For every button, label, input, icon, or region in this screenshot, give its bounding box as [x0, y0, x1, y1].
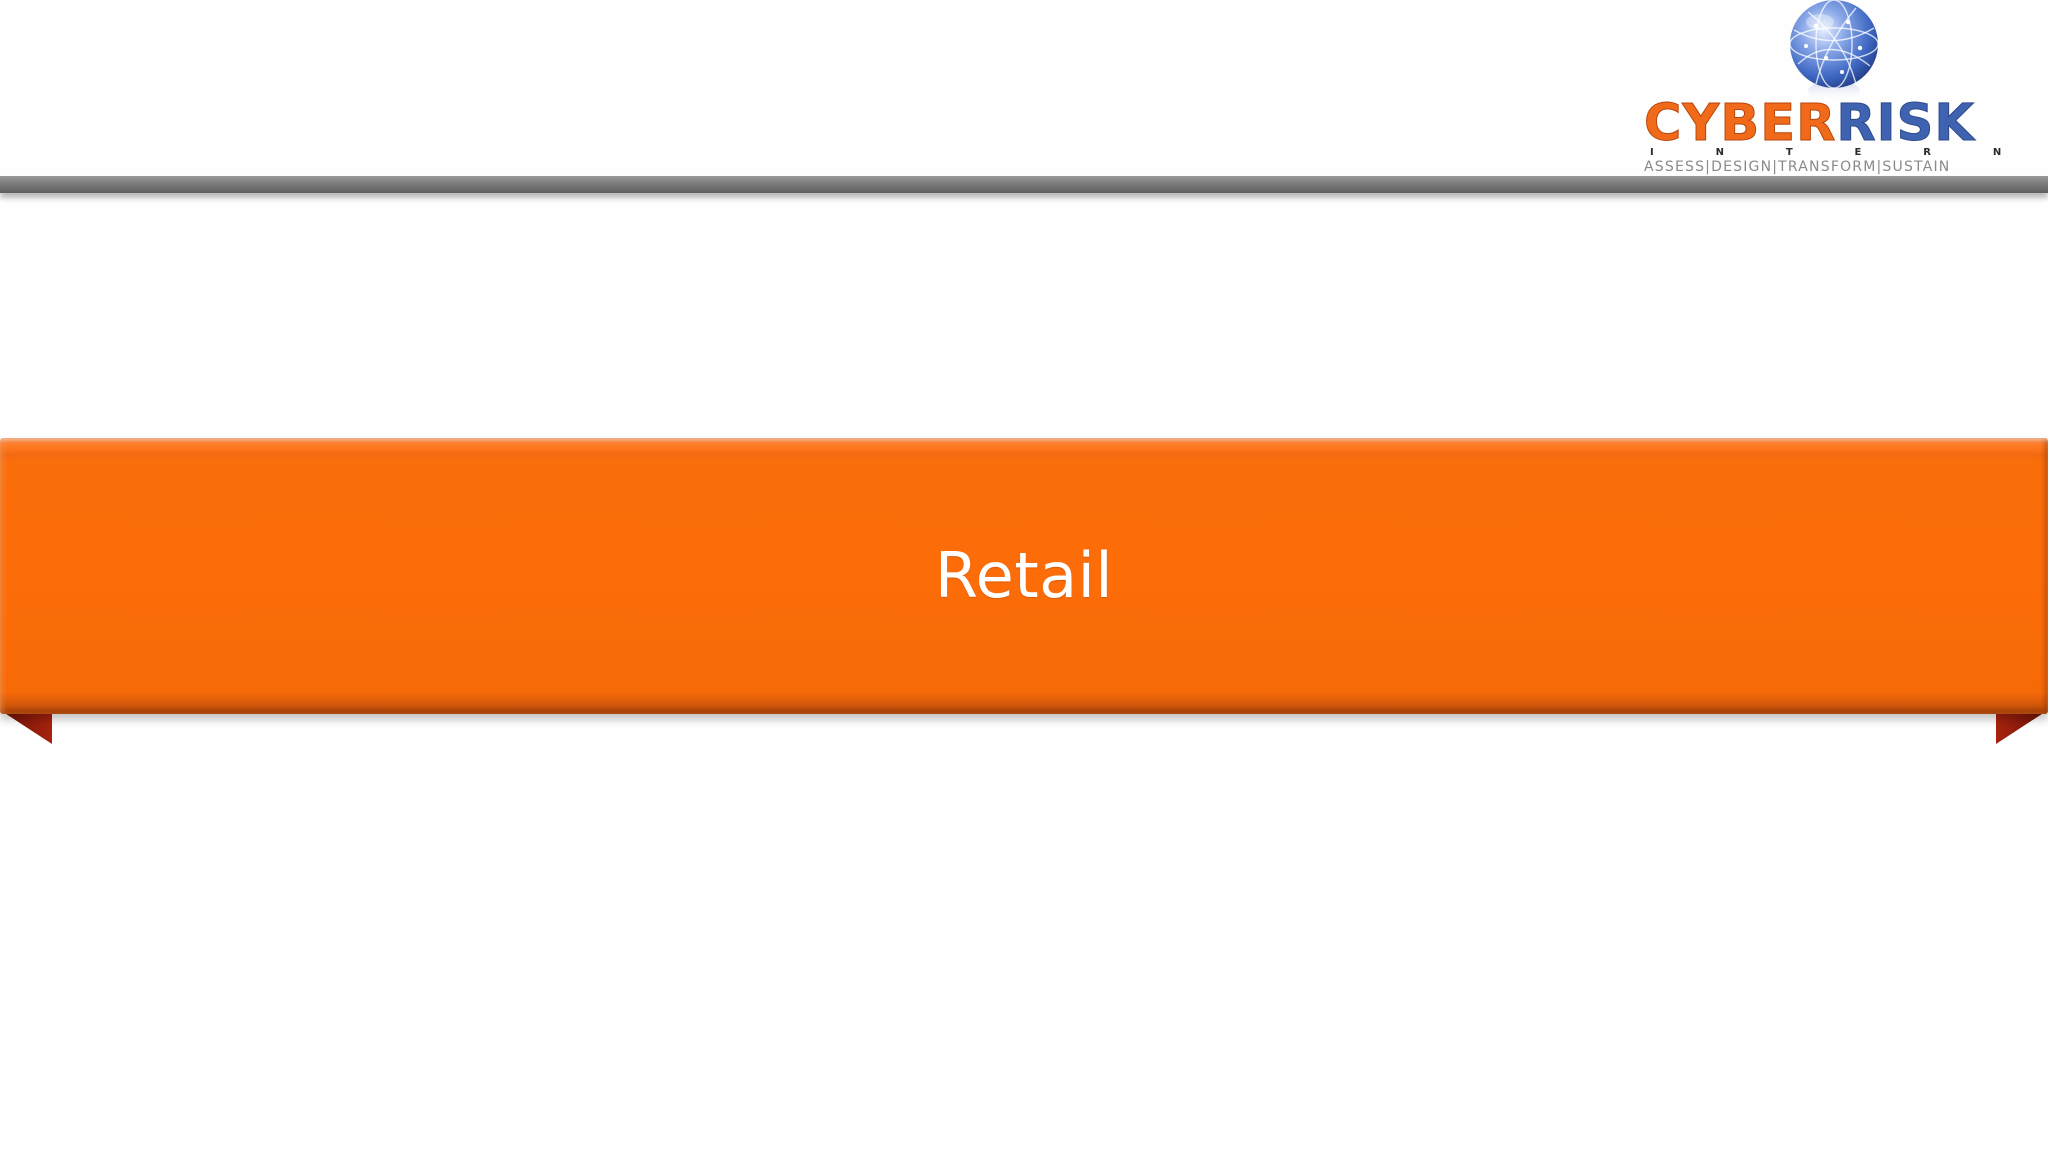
section-title: Retail: [934, 539, 1114, 612]
globe-icon: [1789, 0, 1879, 101]
logo-word-risk: RISK: [1836, 94, 1975, 153]
logo-subtitle: I N T E R N A T I O N A L: [1650, 147, 2030, 158]
header-divider: [0, 176, 2048, 193]
ribbon-fold-right: [1996, 710, 2048, 744]
section-ribbon: Retail: [0, 438, 2048, 748]
logo-wordmark: CYBERRISK: [1643, 98, 2034, 150]
company-logo: CYBERRISK I N T E R N A T I O N A L ASSE…: [1640, 0, 2040, 176]
ribbon-fold-left: [0, 710, 52, 744]
logo-tagline: ASSESS|DESIGN|TRANSFORM|SUSTAIN: [1644, 160, 1951, 175]
ribbon-band: Retail: [0, 438, 2048, 714]
logo-word-cyber: CYBER: [1643, 94, 1837, 153]
